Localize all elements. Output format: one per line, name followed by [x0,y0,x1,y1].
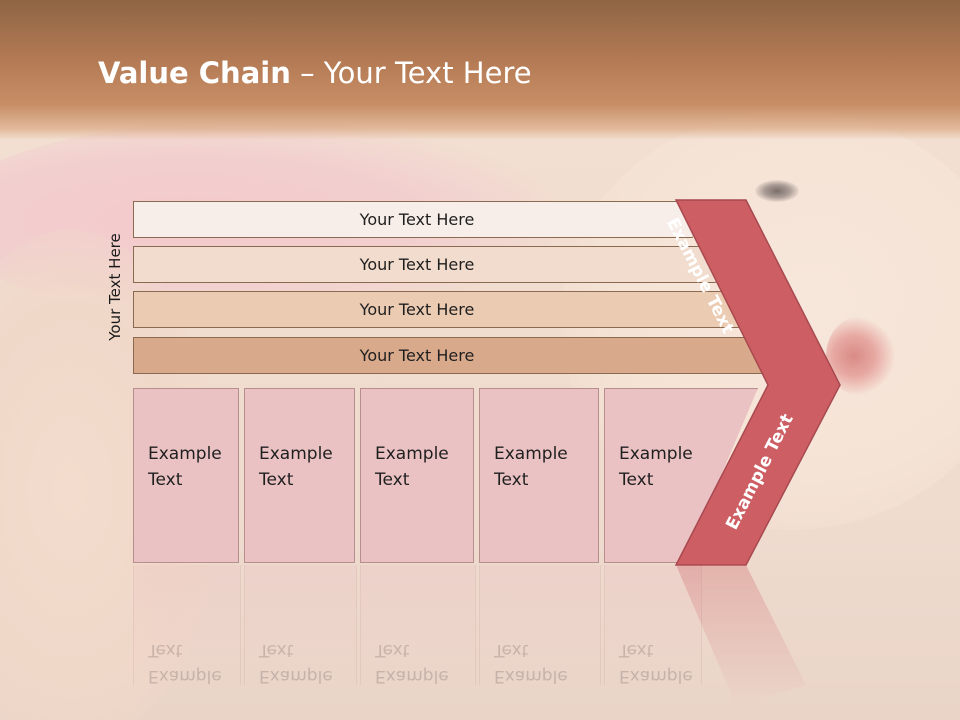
box-1-line2: Text [148,470,183,490]
box-2-line1: Example [259,444,333,464]
activity-bar-2: Your Text Here [133,246,716,283]
refl-1-l1: Example [148,666,222,686]
chevron-reflection-shape [676,565,806,705]
activity-bar-2-label: Your Text Here [359,255,475,274]
primary-activity-box-3: Example Text [360,388,474,563]
box-1-line1: Example [148,444,222,464]
activity-bar-1-label: Your Text Here [359,210,475,229]
background-eye [755,180,799,202]
box-3-line2: Text [375,470,410,490]
refl-1-l2: Text [148,640,183,660]
refl-3-l2: Text [375,640,410,660]
box-5-line2: Text [619,470,654,490]
primary-activity-box-2: Example Text [244,388,355,563]
title-bold: Value Chain [98,56,291,90]
box-4-line2: Text [494,470,529,490]
activity-bar-4-label: Your Text Here [359,346,475,365]
box-4-reflection-text: Example Text [494,637,568,689]
refl-5-l2: Text [619,640,654,660]
chevron-reflection [676,565,806,705]
primary-activity-box-4: Example Text [479,388,599,563]
title-rest: – Your Text Here [290,56,532,90]
activity-bar-3-label: Your Text Here [359,300,475,319]
box-3-line1: Example [375,444,449,464]
refl-2-l1: Example [259,666,333,686]
box-4-line1: Example [494,444,568,464]
box-1-reflection-text: Example Text [148,637,222,689]
refl-3-l1: Example [375,666,449,686]
activity-bar-1: Your Text Here [133,201,693,238]
refl-2-l2: Text [259,640,294,660]
header-band [0,0,960,140]
slide-title: Value Chain – Your Text Here [98,56,532,90]
primary-activity-box-1: Example Text [133,388,239,563]
box-5-line1: Example [619,444,693,464]
box-1-reflection: Example Text [133,565,241,686]
box-3-reflection: Example Text [360,565,476,686]
box-2-line2: Text [259,470,294,490]
vertical-side-label: Your Text Here [106,233,124,341]
box-4-reflection: Example Text [479,565,601,686]
refl-4-l2: Text [494,640,529,660]
activity-bar-3: Your Text Here [133,291,739,328]
refl-4-l1: Example [494,666,568,686]
box-3-reflection-text: Example Text [375,637,449,689]
activity-bar-4: Your Text Here [133,337,762,374]
box-2-reflection-text: Example Text [259,637,333,689]
box-2-reflection: Example Text [244,565,357,686]
